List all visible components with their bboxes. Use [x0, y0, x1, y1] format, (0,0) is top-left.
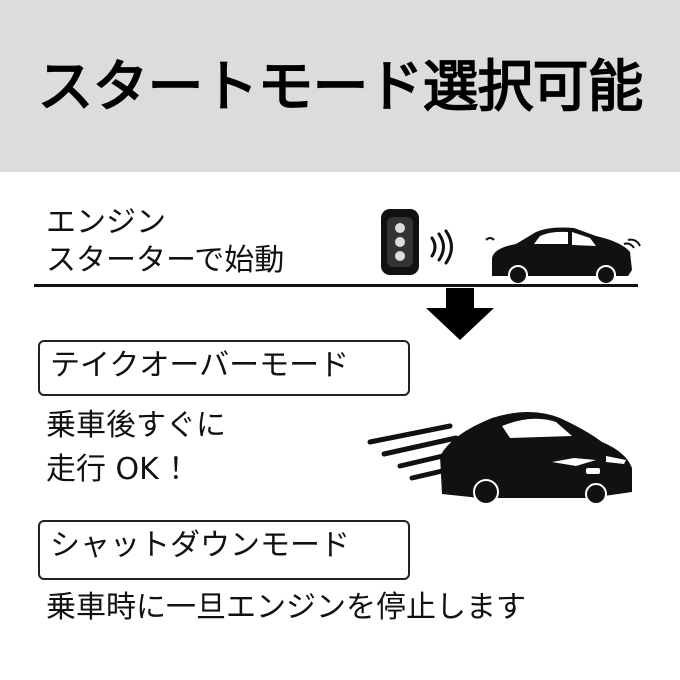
start-text-line1: エンジン — [46, 205, 166, 240]
remote-key-icon — [381, 209, 419, 275]
parked-car-icon — [485, 227, 641, 285]
page-title: スタートモード選択可能 — [37, 55, 644, 120]
down-arrow-icon — [426, 288, 494, 340]
header-banner — [0, 0, 680, 172]
speeding-car-icon — [367, 412, 632, 505]
takeover-text-line1: 乗車後すぐに — [46, 408, 226, 443]
takeover-mode-label-box: テイクオーバーモード — [38, 340, 410, 396]
signal-waves-icon — [430, 229, 453, 265]
shutdown-mode-label-box: シャットダウンモード — [38, 520, 410, 580]
start-text-line2: スターターで始動 — [46, 243, 285, 278]
shutdown-mode-label: シャットダウンモード — [50, 528, 350, 563]
takeover-text-line2: 走行 OK ！ — [46, 452, 199, 487]
takeover-mode-label: テイクオーバーモード — [50, 348, 350, 383]
shutdown-text-line1: 乗車時に一旦エンジンを停止します — [46, 590, 526, 625]
divider-line — [34, 284, 638, 287]
